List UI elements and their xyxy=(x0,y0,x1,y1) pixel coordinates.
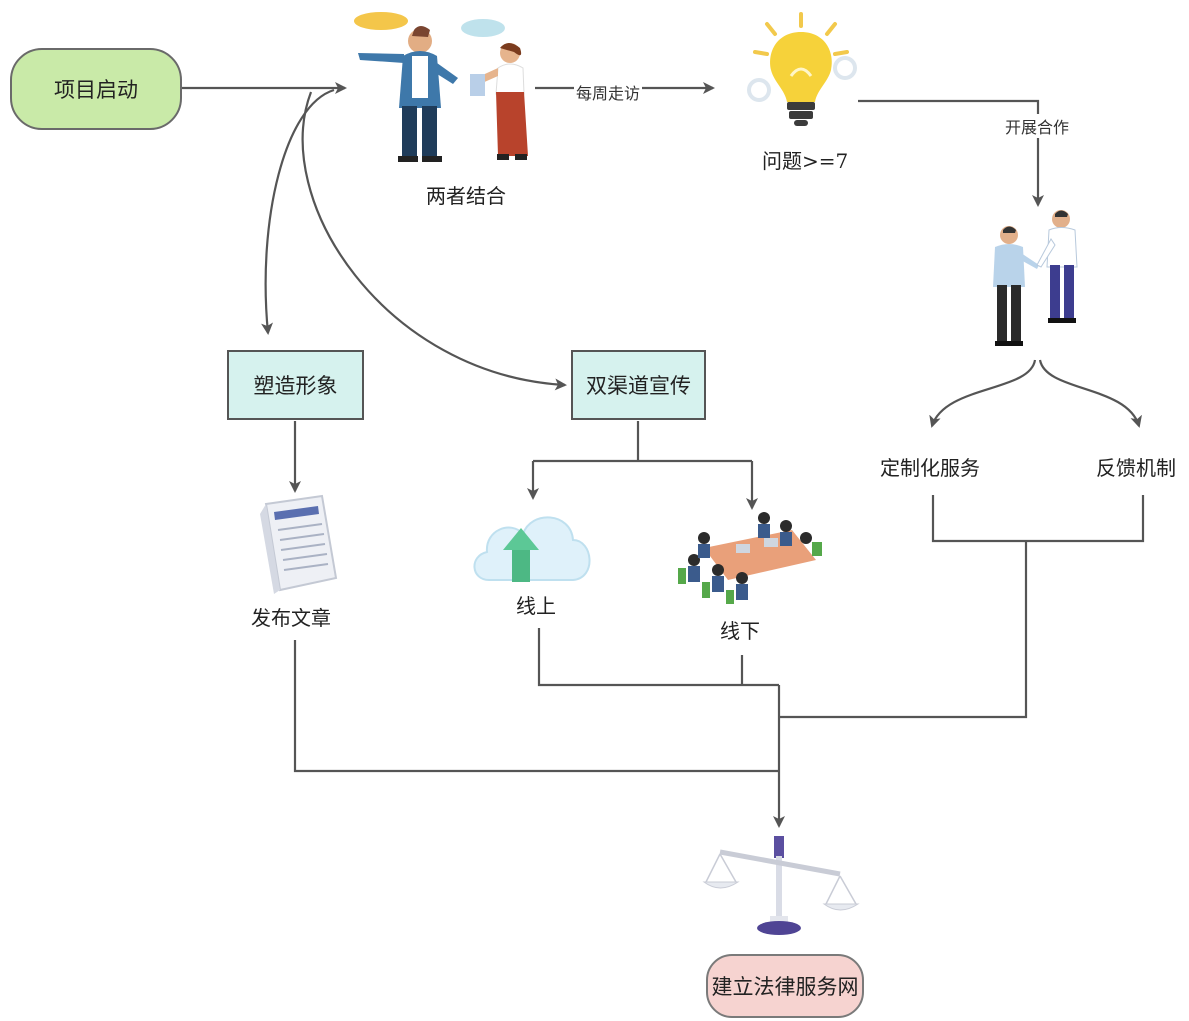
online-label: 线上 xyxy=(516,594,556,618)
shape-image-label: 塑造形象 xyxy=(253,374,338,398)
edge-to-dual-channel xyxy=(301,91,567,391)
edge-to-feedback xyxy=(1038,359,1142,428)
issues-label: 问题>=7 xyxy=(762,149,849,173)
publish-label: 发布文章 xyxy=(251,606,331,630)
meeting-table-icon xyxy=(678,512,822,604)
edge-to-shape-image xyxy=(261,88,335,335)
merge-right xyxy=(931,495,1145,543)
cloud-upload-icon xyxy=(473,516,591,582)
dual-channel-box: 双渠道宣传 xyxy=(571,350,706,420)
end-node: 建立法律服务网 xyxy=(706,954,864,1018)
custom-service-label: 定制化服务 xyxy=(880,456,980,480)
document-icon xyxy=(260,494,338,594)
combine-label: 两者结合 xyxy=(426,184,506,208)
merge-left xyxy=(293,640,779,773)
edge-cooperate xyxy=(858,99,1044,207)
start-label: 项目启动 xyxy=(54,78,138,102)
scales-icon xyxy=(702,836,860,935)
people-talking-icon xyxy=(354,12,528,162)
dual-channel-label: 双渠道宣传 xyxy=(586,374,691,398)
weekly-visit-label: 每周走访 xyxy=(574,80,643,104)
edge-to-custom xyxy=(929,359,1037,428)
shape-image-box: 塑造形象 xyxy=(227,350,364,420)
feedback-label: 反馈机制 xyxy=(1096,456,1176,480)
merge-mid xyxy=(537,628,779,687)
end-label: 建立法律服务网 xyxy=(711,975,859,999)
lightbulb-icon xyxy=(747,12,857,126)
offline-label: 线下 xyxy=(720,619,760,643)
handshake-icon xyxy=(993,210,1078,346)
start-node: 项目启动 xyxy=(10,48,182,130)
cooperate-label: 开展合作 xyxy=(1003,114,1072,138)
